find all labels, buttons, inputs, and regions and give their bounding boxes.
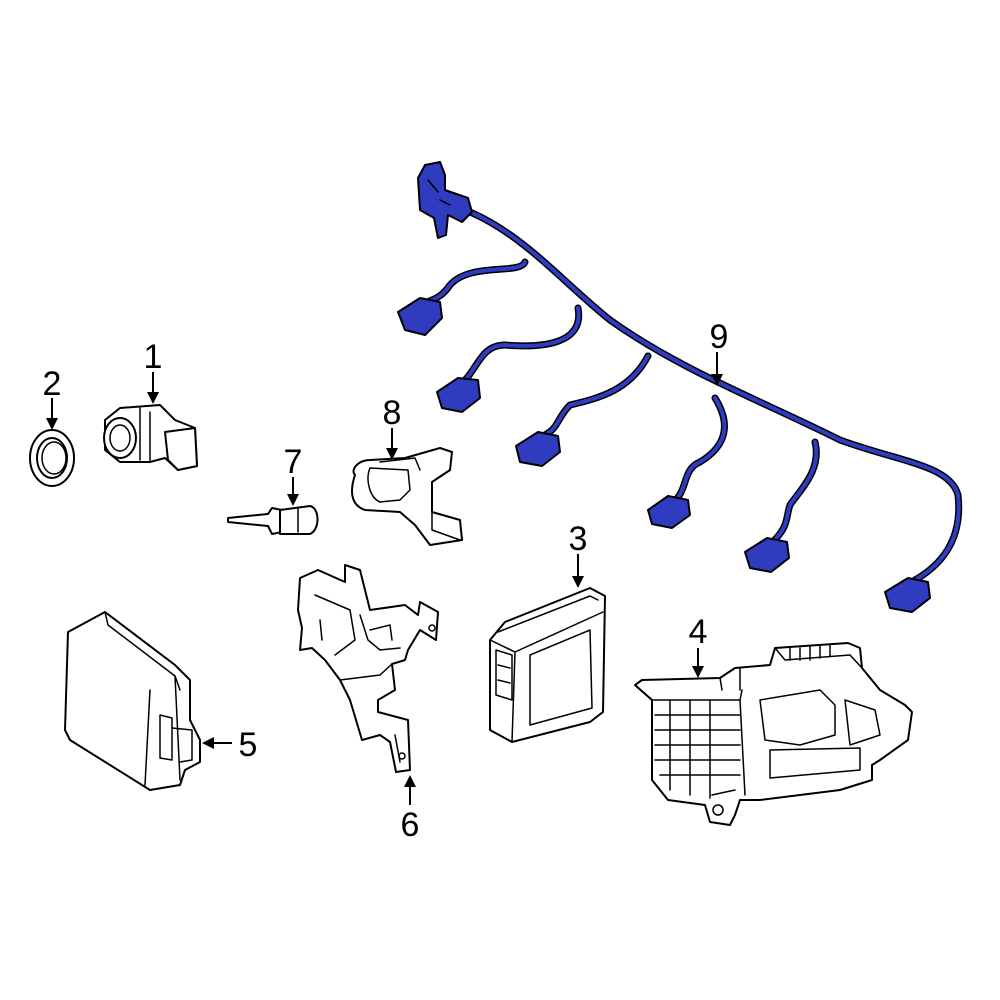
parking-sensor[interactable] <box>103 404 198 471</box>
callout-labels: 1 2 7 8 9 3 4 5 6 <box>43 318 729 844</box>
callout-5: 5 <box>239 726 258 764</box>
arrowhead-8 <box>386 448 398 460</box>
harness-connector-5 <box>744 537 790 573</box>
harness-connector-1 <box>397 297 443 336</box>
sensor-housing[interactable] <box>634 642 913 826</box>
arrowhead-4 <box>692 666 704 678</box>
mount-clip[interactable] <box>227 505 319 535</box>
arrowhead-1 <box>147 392 159 404</box>
callout-1: 1 <box>144 338 163 376</box>
electronic-control-unit[interactable] <box>489 587 606 743</box>
control-module-box[interactable] <box>64 611 201 791</box>
arrowhead-2 <box>46 418 58 430</box>
harness-trunk <box>418 206 961 582</box>
arrowhead-9 <box>711 374 723 386</box>
harness-connector-2 <box>436 377 481 413</box>
sensor-bracket[interactable] <box>351 447 463 546</box>
arrowhead-5 <box>202 737 214 749</box>
callout-2: 2 <box>43 365 62 403</box>
callout-4: 4 <box>689 613 708 651</box>
callout-8: 8 <box>383 394 402 432</box>
harness-connector-4 <box>647 495 691 529</box>
callout-6: 6 <box>401 806 420 844</box>
wiring-harness[interactable] <box>397 161 963 613</box>
callout-7: 7 <box>284 443 303 481</box>
callout-9: 9 <box>710 318 729 356</box>
callout-arrows <box>46 352 723 805</box>
callout-3: 3 <box>569 520 588 558</box>
harness-connector-3 <box>515 431 561 467</box>
mounting-bracket[interactable] <box>297 564 439 773</box>
arrowhead-6 <box>404 775 416 787</box>
harness-main-connector <box>417 161 473 239</box>
harness-connector-6 <box>884 577 931 613</box>
seal-ring[interactable] <box>29 429 75 487</box>
arrowhead-3 <box>572 576 584 588</box>
arrowhead-7 <box>287 494 299 506</box>
